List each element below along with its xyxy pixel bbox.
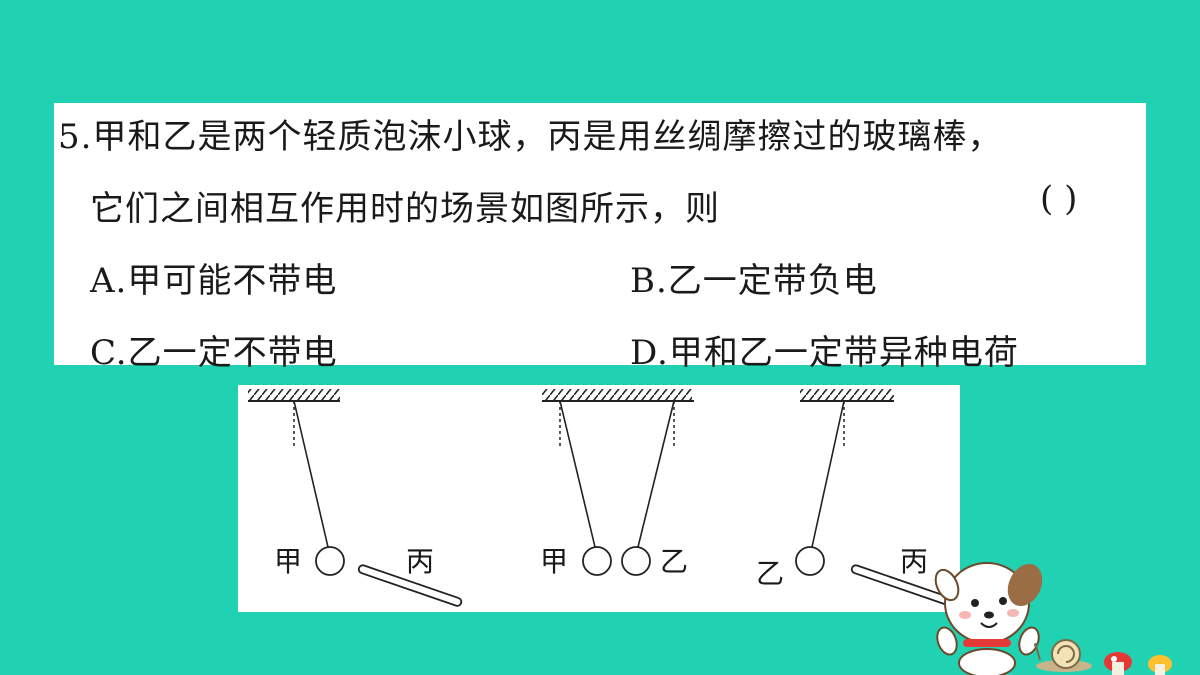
panel-1: 甲 丙 [248, 389, 463, 607]
ball-jia-2 [582, 546, 612, 576]
question-card: 5.甲和乙是两个轻质泡沫小球，丙是用丝绸摩擦过的玻璃棒， 它们之间相互作用时的场… [54, 103, 1146, 373]
string-1 [293, 400, 329, 548]
ball-yi-2 [621, 546, 651, 576]
string-2a [559, 400, 596, 548]
label-jia-2: 甲 [540, 545, 568, 578]
question-number: 5. [58, 117, 93, 157]
ball-yi-3 [795, 546, 825, 576]
label-bing-3: 丙 [900, 545, 928, 578]
option-d-text: 甲和乙一定带异种电荷 [668, 333, 1019, 373]
option-d-letter: D. [630, 333, 669, 373]
question-line-2: 它们之间相互作用时的场景如图所示，则 [90, 181, 720, 230]
ceiling-hatch-1 [248, 389, 340, 401]
option-b-text: 乙一定带负电 [667, 261, 878, 301]
rod-bing-1 [357, 564, 463, 607]
label-yi-3: 乙 [756, 557, 784, 590]
panel-2: 甲 乙 [540, 389, 694, 578]
string-2b [637, 400, 675, 548]
panel-3: 乙 丙 [756, 389, 956, 607]
question-text-line-1: 甲和乙是两个轻质泡沫小球，丙是用丝绸摩擦过的玻璃棒， [92, 117, 1003, 157]
label-yi-2: 乙 [660, 545, 688, 578]
option-a-text: 甲可能不带电 [127, 261, 338, 301]
option-d[interactable]: D.甲和乙一定带异种电荷 [630, 325, 1019, 374]
option-b-letter: B. [630, 261, 668, 301]
option-a-letter: A. [90, 261, 128, 301]
answer-parentheses: ( ) [1040, 179, 1078, 219]
question-text-line-2: 它们之间相互作用时的场景如图所示，则 [90, 189, 720, 229]
puppy-mascot-icon [934, 562, 1043, 675]
label-bing-1: 丙 [406, 545, 434, 578]
option-a[interactable]: A.甲可能不带电 [90, 253, 337, 302]
option-c-text: 乙一定不带电 [127, 333, 338, 373]
question-line-1: 5.甲和乙是两个轻质泡沫小球，丙是用丝绸摩擦过的玻璃棒， [58, 109, 1002, 158]
option-b[interactable]: B.乙一定带负电 [630, 253, 878, 302]
option-c-letter: C. [90, 333, 128, 373]
snail-decoration-icon [1034, 639, 1172, 675]
string-3 [811, 400, 845, 548]
ball-jia-1 [315, 546, 345, 576]
ceiling-hatch-3 [800, 389, 894, 401]
figure-card: 甲 丙 甲 乙 乙 [238, 385, 960, 612]
pendulum-figure: 甲 丙 甲 乙 乙 [248, 389, 956, 607]
ceiling-hatch-2 [542, 389, 692, 401]
option-c[interactable]: C.乙一定不带电 [90, 325, 338, 374]
label-jia-1: 甲 [274, 545, 302, 578]
